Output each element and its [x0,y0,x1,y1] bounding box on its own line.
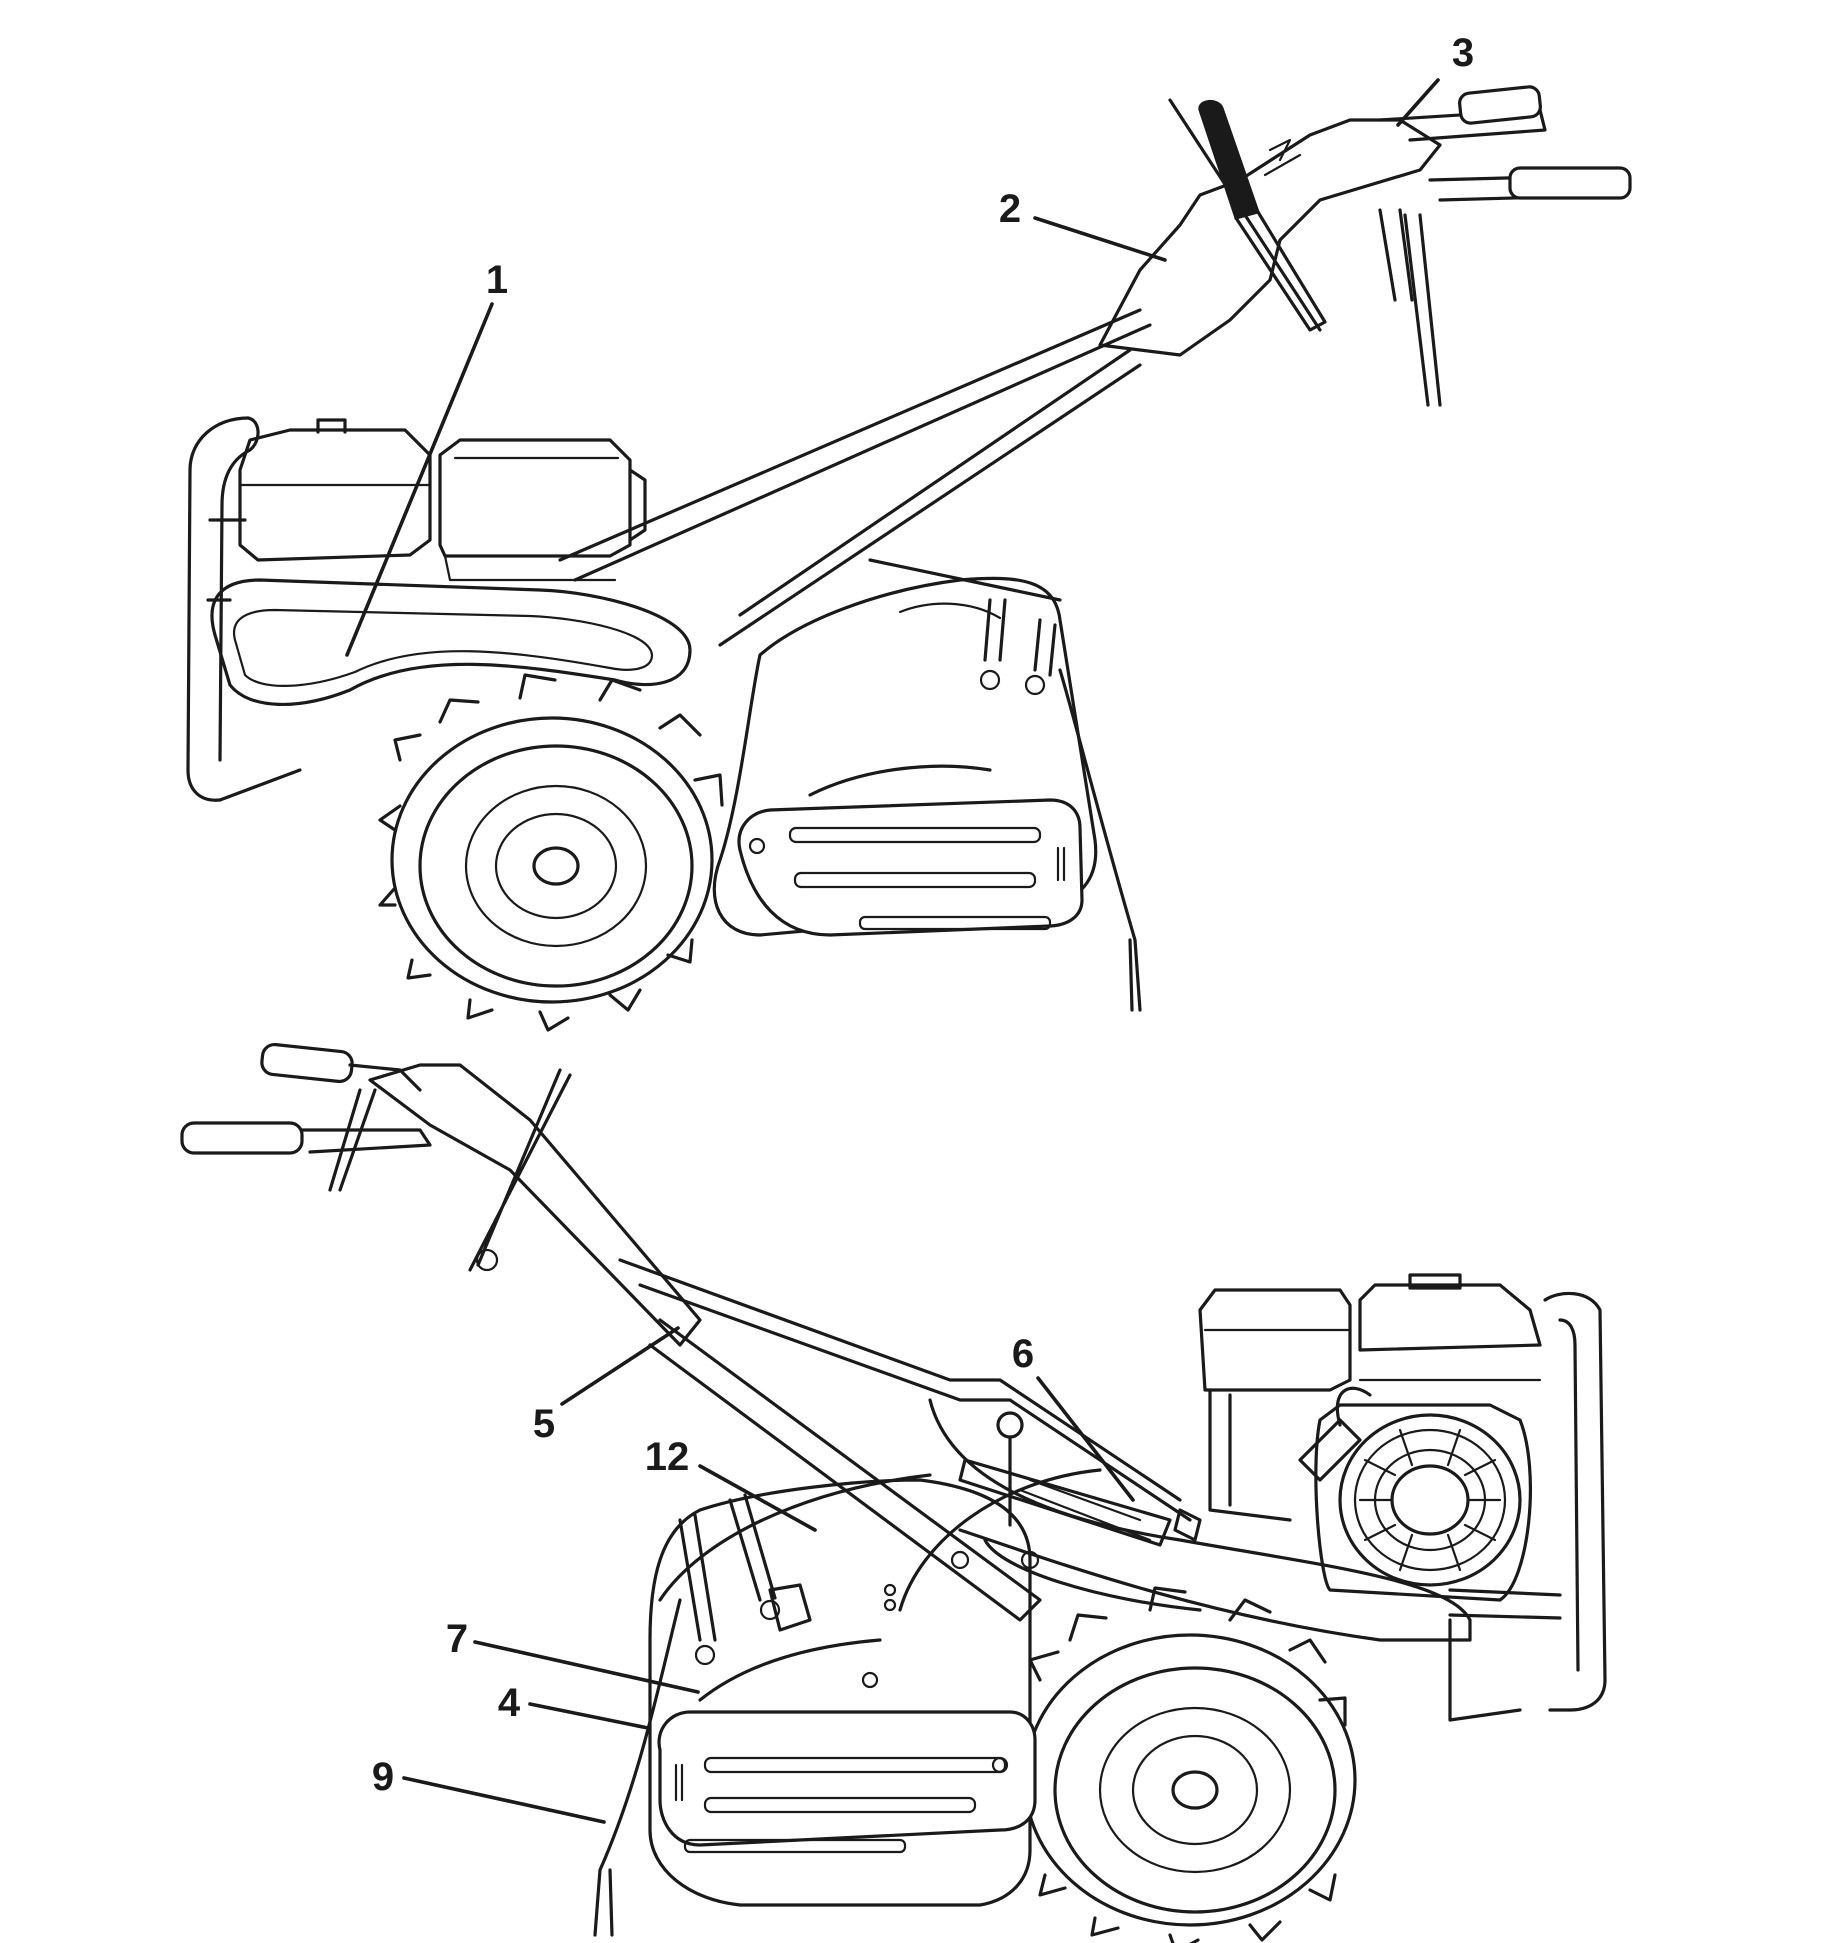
leader-line-3 [1396,78,1440,127]
control-linkage [950,1411,1202,1570]
engine-housing [438,438,647,582]
leader-line-1 [345,302,494,657]
leader-line-6 [1036,1376,1135,1502]
callout-5: 5 [533,1402,555,1446]
depth-bar [979,598,1142,1012]
tine-shield [712,558,1098,937]
callout-12: 12 [645,1435,690,1479]
callout-3: 3 [1452,31,1474,75]
fender-right [928,1398,1472,1642]
callout-1: 1 [486,258,508,302]
wheel-assembly [378,673,724,1032]
leader-line-4 [528,1702,650,1730]
tiller-right-side-view [180,1042,1607,1943]
leader-line-9 [402,1776,606,1824]
leader-line-2 [1033,216,1167,262]
callout-4: 4 [498,1681,521,1725]
handlebar-assembly [558,85,1632,647]
bumper-frame [186,416,302,802]
callout-2: 2 [999,187,1021,231]
recoil-starter [1298,1386,1532,1602]
callout-7: 7 [446,1617,468,1661]
callout-9: 9 [372,1755,394,1799]
depth-bar-rear [593,1493,781,1937]
tine-shield-rear [648,1478,1037,1907]
tine-hood [658,1468,1102,1632]
bumper-frame-right [1448,1291,1607,1722]
fuel-tank [238,418,432,562]
handlebar-assembly-rear [180,1042,1192,1622]
leader-line-7 [473,1640,700,1694]
fender [210,578,692,706]
leader-line-5 [560,1326,680,1406]
leader-line-12 [698,1464,817,1532]
engine-block [1198,1273,1542,1522]
tiller-left-side-view [186,85,1632,1032]
callout-labels: 1 2 3 5 6 12 7 4 9 [345,31,1474,1824]
callout-6: 6 [1012,1332,1034,1376]
wheel-assembly-rear [1008,1586,1357,1943]
